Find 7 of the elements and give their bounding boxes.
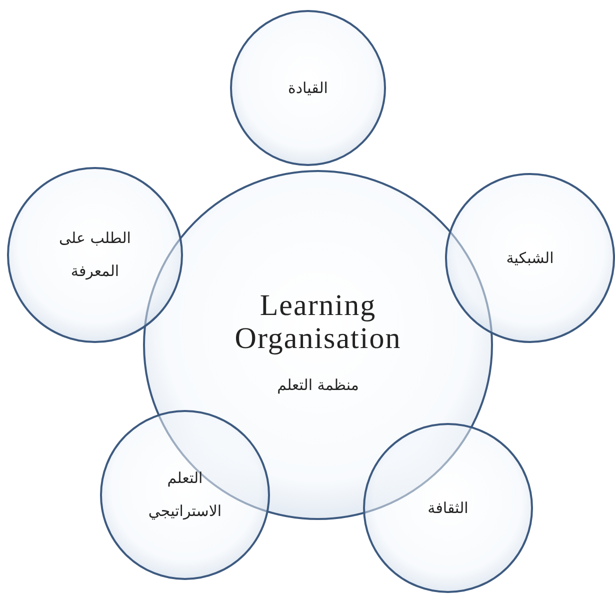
label-text: الشبكية xyxy=(506,248,554,268)
label-text: منظمة التعلم xyxy=(277,374,359,396)
label-text: التعلم الاستراتيجي xyxy=(147,468,223,522)
label-text: القيادة xyxy=(288,78,328,98)
title-text: Learning Organisation xyxy=(234,288,402,354)
label-text: الطلب على المعرفة xyxy=(58,228,132,282)
label-text: الثقافة xyxy=(428,498,468,518)
